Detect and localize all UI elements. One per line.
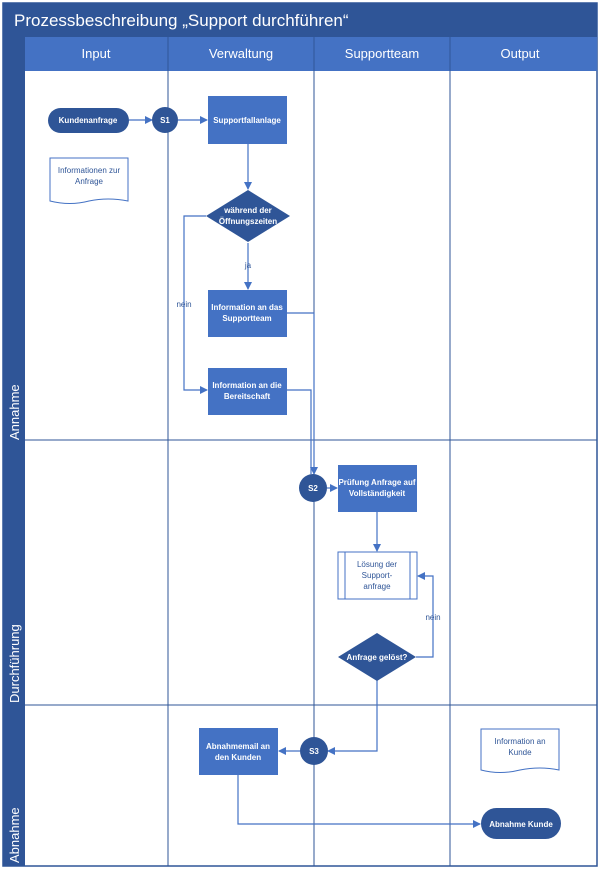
title-bar — [3, 3, 597, 37]
column-header-row — [25, 37, 597, 71]
column-header-supportteam: Supportteam — [345, 46, 419, 61]
edge-geloest-nein — [416, 572, 434, 658]
node-information-bereitschaft-line1: Information an die — [212, 381, 282, 390]
edge-supportteam-s2 — [287, 312, 318, 475]
edge-decision-nein — [183, 215, 208, 394]
edge-label-ja: ja — [244, 261, 252, 270]
lane-strip — [3, 37, 25, 866]
edge-label-nein: nein — [176, 300, 191, 309]
node-loesung-line3: anfrage — [363, 582, 391, 591]
node-supportfallanlage[interactable] — [208, 96, 287, 144]
lane-label-annahme: Annahme — [7, 384, 22, 440]
node-informationen-zur-anfrage-line2: Anfrage — [75, 177, 104, 186]
node-information-supportteam-line1: Information an das — [211, 303, 283, 312]
node-information-kunde-line2: Kunde — [508, 748, 532, 757]
lane-label-abnahme: Abnahme — [7, 807, 22, 863]
node-abnahme-kunde-label: Abnahme Kunde — [489, 820, 553, 829]
decision-oeffnungszeiten-line2: Öffnungszeiten — [219, 217, 277, 226]
edge-label-nein: nein — [425, 613, 440, 622]
edge-abnahmemail-abnahme — [237, 775, 481, 828]
node-kundenanfrage-label: Kundenanfrage — [59, 116, 118, 125]
node-abnahmemail-line1: Abnahmemail an — [206, 742, 270, 751]
node-abnahmemail[interactable] — [199, 728, 278, 775]
column-header-output: Output — [500, 46, 539, 61]
edge-bereitschaft-s2 — [287, 389, 312, 474]
node-information-bereitschaft-line2: Bereitschaft — [224, 392, 271, 401]
node-information-kunde[interactable] — [480, 728, 560, 773]
connector-s3-label: S3 — [309, 747, 319, 756]
diagram-title: Prozessbeschreibung „Support durchführen… — [14, 11, 349, 30]
node-information-supportteam[interactable] — [208, 290, 287, 337]
node-supportfallanlage-label: Supportfallanlage — [213, 116, 281, 125]
decision-anfrage-geloest-label: Anfrage gelöst? — [347, 653, 408, 662]
node-pruefung-anfrage-line1: Prüfung Anfrage auf — [338, 478, 415, 487]
node-abnahme-kunde[interactable] — [481, 808, 561, 839]
decision-oeffnungszeiten-line1: während der — [223, 206, 272, 215]
connector-s1-label: S1 — [160, 116, 170, 125]
node-loesung-line2: Support- — [362, 571, 393, 580]
node-pruefung-anfrage-line2: Vollständigkeit — [349, 489, 406, 498]
connector-s3[interactable] — [300, 737, 328, 765]
node-information-bereitschaft[interactable] — [208, 368, 287, 415]
node-informationen-zur-anfrage[interactable] — [49, 157, 129, 204]
node-pruefung-anfrage[interactable] — [338, 465, 417, 512]
column-header-input: Input — [82, 46, 111, 61]
node-information-kunde-line1: Information an — [494, 737, 545, 746]
node-information-supportteam-line2: Supportteam — [222, 314, 271, 323]
node-kundenanfrage[interactable] — [48, 108, 129, 133]
node-loesung-line1: Lösung der — [357, 560, 397, 569]
edge-geloest-s3 — [327, 680, 378, 755]
decision-oeffnungszeiten[interactable] — [206, 190, 290, 242]
connector-s2[interactable] — [299, 474, 327, 502]
node-abnahmemail-line2: den Kunden — [215, 753, 261, 762]
node-informationen-zur-anfrage-line1: Informationen zur — [58, 166, 121, 175]
decision-anfrage-geloest[interactable] — [338, 633, 416, 681]
column-header-verwaltung: Verwaltung — [209, 46, 273, 61]
node-loesung-supportanfrage[interactable] — [337, 551, 418, 600]
connector-s2-label: S2 — [308, 484, 318, 493]
lane-label-durchfuehrung: Durchführung — [7, 624, 22, 703]
connector-s1[interactable] — [152, 107, 178, 133]
